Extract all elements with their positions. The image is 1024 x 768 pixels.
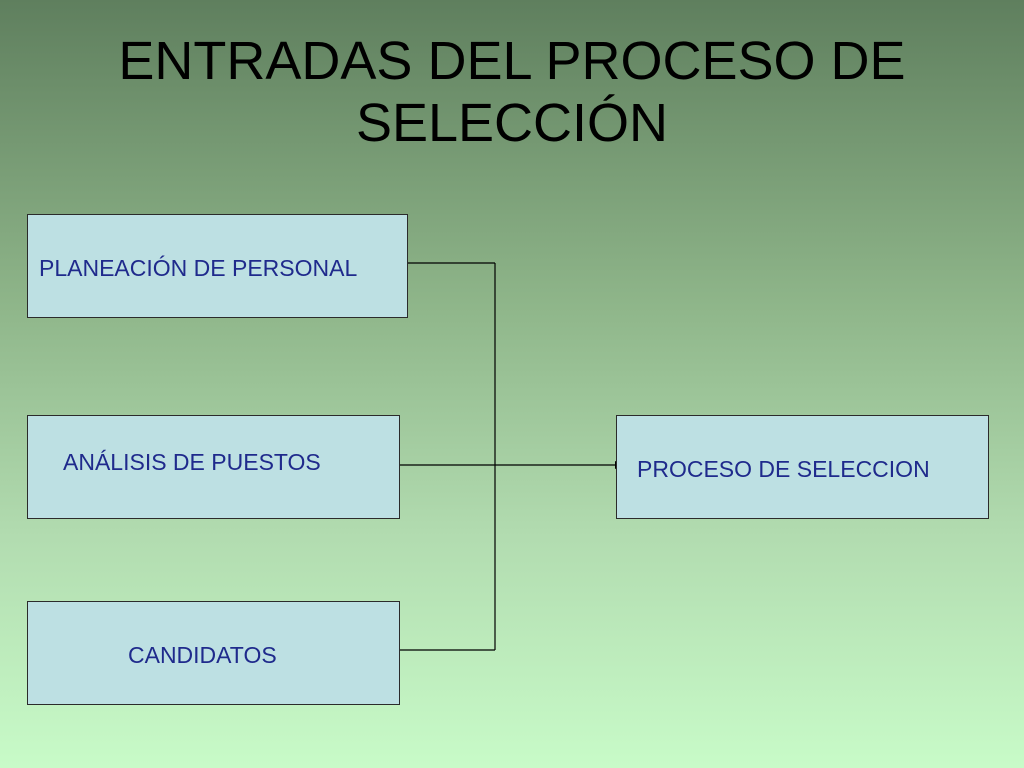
input-label-candidatos: CANDIDATOS <box>128 642 277 668</box>
input-box-planeacion-de-personal: PLANEACIÓN DE PERSONAL <box>27 214 408 318</box>
input-label-analisis: ANÁLISIS DE PUESTOS <box>63 449 321 475</box>
input-box-analisis-de-puestos: ANÁLISIS DE PUESTOS <box>27 415 400 519</box>
output-box-proceso-de-seleccion: PROCESO DE SELECCION <box>616 415 989 519</box>
input-box-candidatos: CANDIDATOS <box>27 601 400 705</box>
input-label-planeacion: PLANEACIÓN DE PERSONAL <box>39 255 358 281</box>
output-label-proceso: PROCESO DE SELECCION <box>637 456 930 482</box>
slide-title-line-1: ENTRADAS DEL PROCESO DE <box>118 31 906 91</box>
slide-title: ENTRADAS DEL PROCESO DE SELECCIÓN <box>0 30 1024 154</box>
slide-title-line-2: SELECCIÓN <box>355 93 669 153</box>
